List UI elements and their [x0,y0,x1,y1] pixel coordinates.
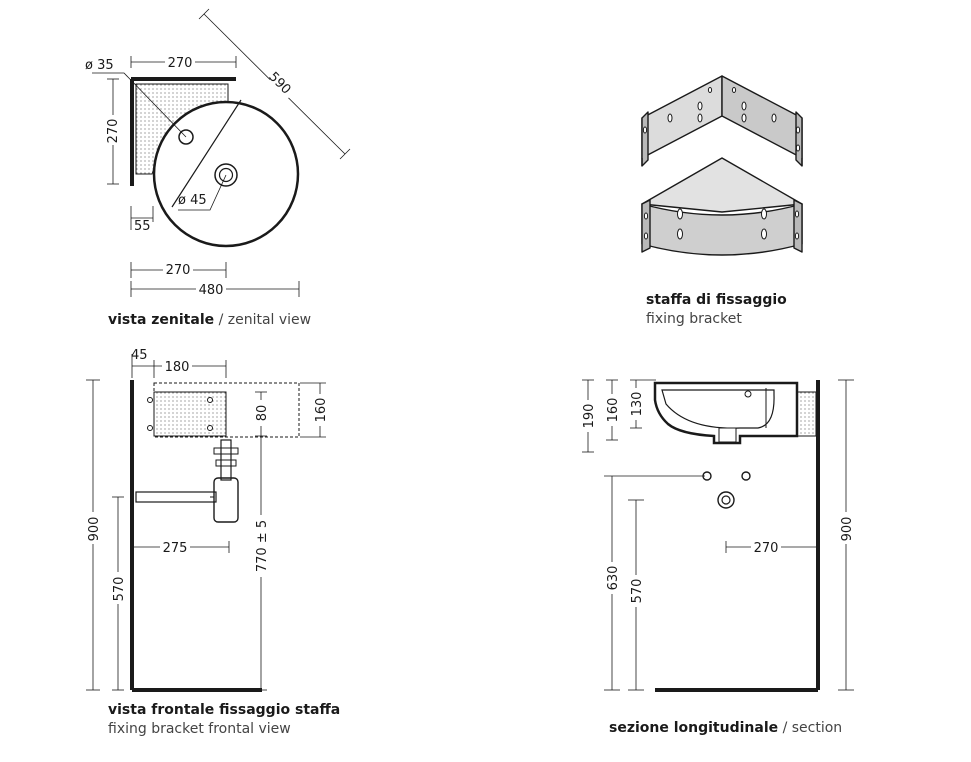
basin-section-inner [661,389,775,429]
hole-leader [92,72,187,138]
bracket-bottom-flange-left [641,199,651,253]
trap-body [213,477,239,523]
bracket-top-flange-right [795,111,803,167]
dim-section-depth: 270 [754,541,779,556]
bracket-top-flange-left [641,111,649,167]
bracket-bottom-flange-right [793,199,803,253]
frontal-caption-en: fixing bracket frontal view [108,721,291,737]
dim-top-width: 270 [168,56,193,71]
section-tap-hole [744,390,752,398]
trap-outlet [135,491,217,503]
bracket-caption-en: fixing bracket [646,311,742,327]
basin-diagonal [171,99,242,208]
zenital-caption-bold: vista zenitale [108,312,215,328]
dim-bracket-height: 80 [255,405,270,422]
waste-outer [717,491,735,509]
bracket-plate [153,391,227,437]
frontal-caption-it: vista frontale fissaggio staffa [108,702,341,718]
dim-total-width: 480 [199,283,224,298]
drain-leader [178,174,227,211]
dim-trap-depth: 275 [163,541,188,556]
dim-bottom-width: 270 [166,263,191,278]
dim-hole-diameter: ø 35 [85,58,114,73]
zenital-dim-labels: 270 ø 35 270 590 ø 45 55 270 480 [85,54,301,298]
frontal-dim-labels: 45 180 900 570 275 80 770 ± 5 160 [85,348,329,604]
dim-wall-offset: 45 [131,348,148,363]
section-caption-rest: / section [778,720,843,736]
zenital-caption: vista zenitale / zenital view [108,311,311,330]
dim-section-height-total: 900 [840,517,855,542]
dim-section-570: 570 [630,579,645,604]
frontal-view [86,354,326,692]
dim-rim-160: 160 [606,398,621,423]
bracket-caption: staffa di fissaggio fixing bracket [646,291,787,329]
dim-bracket-width: 180 [165,360,190,375]
dim-rim-130: 130 [630,392,645,417]
basin-dashed-outline [153,382,300,438]
zenital-view [92,8,351,297]
dim-basin-height: 160 [314,398,329,423]
dim-offset: 55 [134,219,151,234]
bracket-bottom-top-face [641,157,803,213]
dim-section-630: 630 [606,566,621,591]
section-bracket [796,391,817,437]
section-view [582,379,854,692]
dim-waste-height: 570 [112,577,127,602]
bracket-caption-it: staffa di fissaggio [646,292,787,308]
waste-inner [721,495,731,505]
fitting-right [741,471,751,481]
section-caption: sezione longitudinale / section [609,719,842,738]
zenital-caption-rest: / zenital view [214,312,312,328]
dim-rim-190: 190 [582,404,597,429]
frontal-caption: vista frontale fissaggio staffa fixing b… [108,701,340,739]
dim-side-height: 270 [106,119,121,144]
section-caption-bold: sezione longitudinale [609,720,779,736]
section-dim-labels: 190 160 130 900 270 630 570 [580,388,855,607]
dim-drain-diameter: ø 45 [178,193,207,208]
dim-height-total: 900 [87,517,102,542]
dim-mount-height: 770 ± 5 [255,520,270,572]
drain-inner [218,167,234,183]
bracket-illustration [641,75,803,256]
